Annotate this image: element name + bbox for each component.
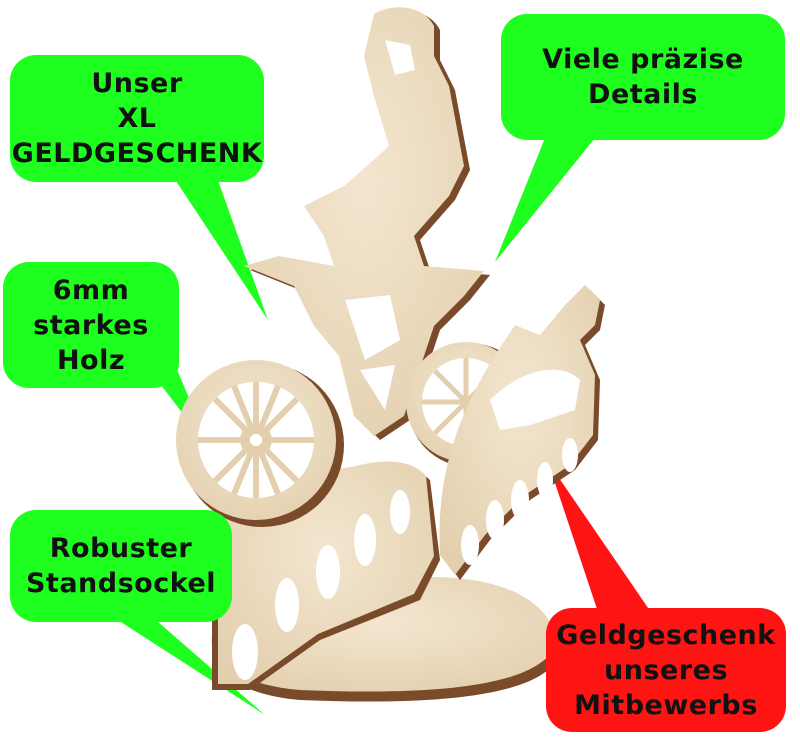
callout-xl-gift: Unser XL GELDGESCHENK — [10, 55, 264, 182]
callout-base: Robuster Standsockel — [10, 510, 232, 622]
callout-wood-line-2: starkes — [33, 309, 149, 341]
callout-details-line-1: Viele präzise — [542, 44, 744, 75]
callout-details: Viele präzise Details — [501, 14, 785, 140]
callout-xl-gift-line-1: Unser — [91, 68, 183, 99]
callout-wood-line-3: Holz — [56, 344, 126, 376]
callout-details-line-2: Details — [588, 79, 698, 110]
callout-competitor-line-1: Geldgeschenk — [556, 619, 776, 651]
rider-and-bike — [244, 7, 490, 441]
callout-competitor: Geldgeschenk unseres Mitbewerbs — [546, 608, 786, 732]
callout-wood: 6mm starkes Holz — [3, 262, 179, 388]
callout-base-line-1: Robuster — [49, 533, 193, 564]
callout-xl-gift-line-2: XL — [117, 103, 157, 134]
callout-competitor-line-2: unseres — [603, 654, 729, 686]
competitor-panel — [439, 285, 605, 580]
front-wheel — [176, 360, 344, 527]
callout-competitor-line-3: Mitbewerbs — [574, 689, 758, 721]
callout-base-line-2: Standsockel — [25, 568, 217, 599]
callout-xl-gift-line-3: GELDGESCHENK — [11, 138, 263, 169]
callout-wood-line-1: 6mm — [52, 274, 130, 306]
